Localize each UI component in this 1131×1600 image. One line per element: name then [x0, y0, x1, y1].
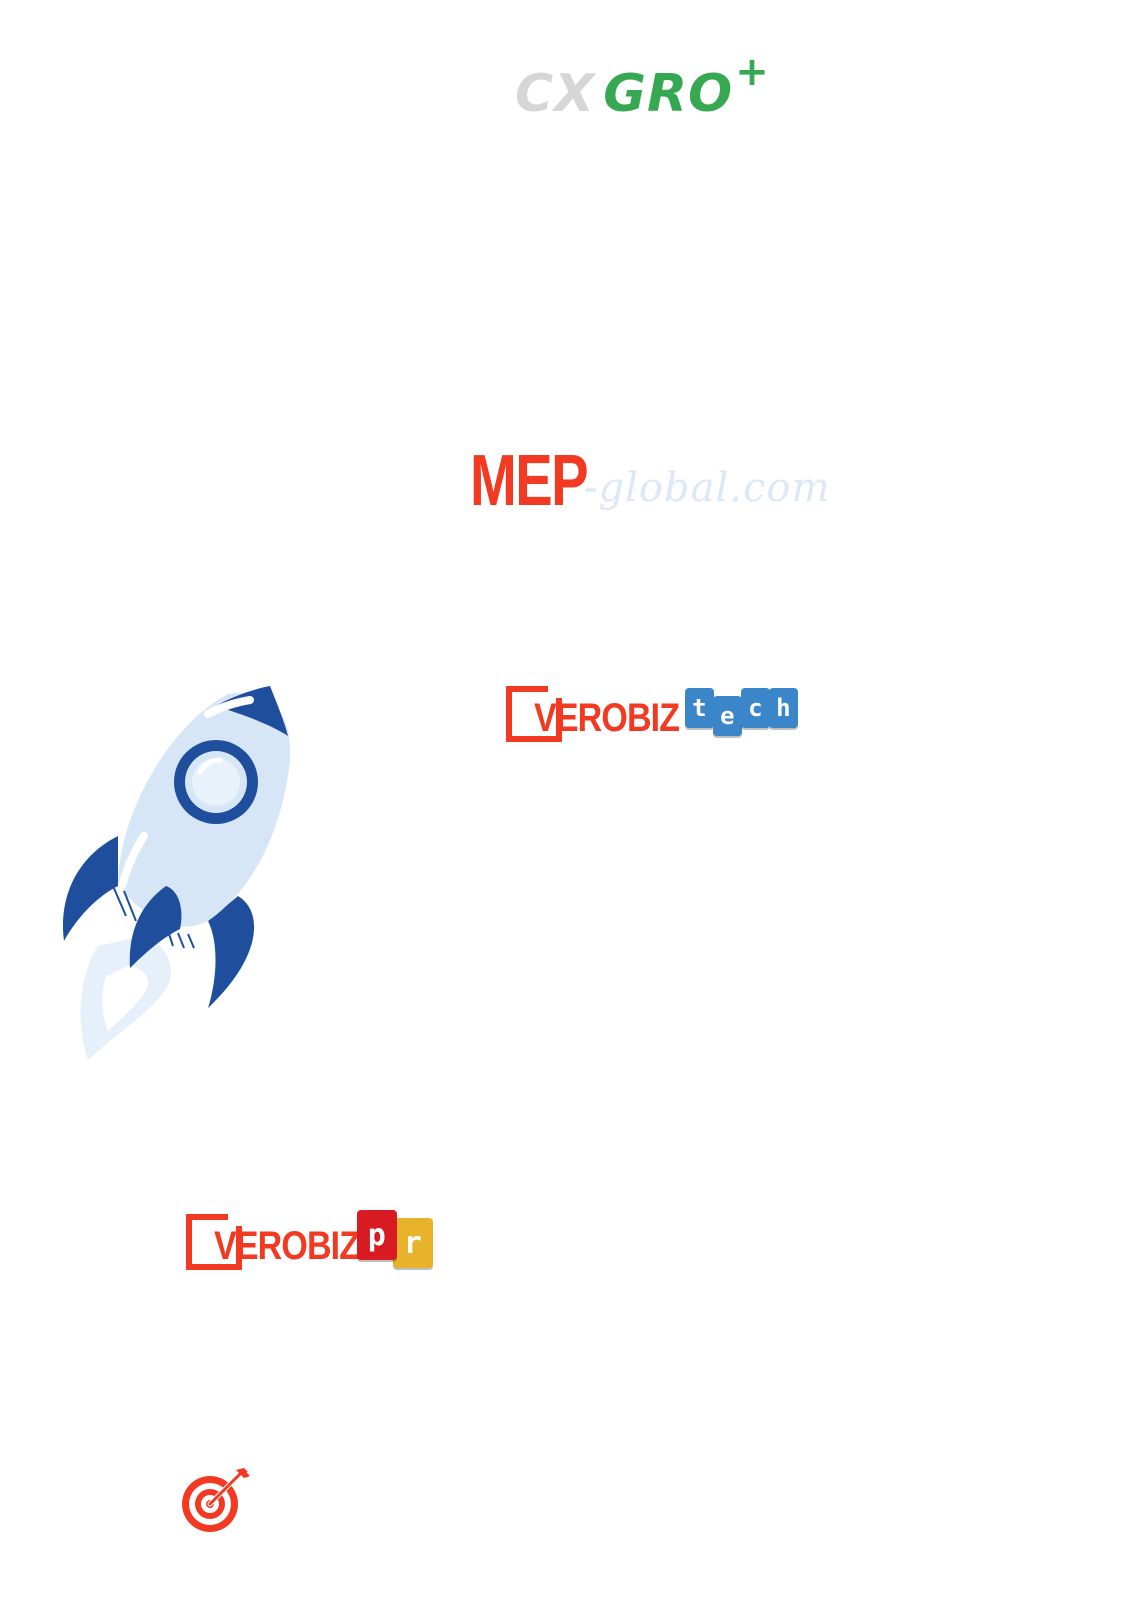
pr-tile: r	[392, 1218, 433, 1268]
cx-gro-logo: CX GRO +	[515, 52, 770, 124]
mep-global-logo: MEP -global.com	[470, 441, 831, 521]
tech-tile: t	[684, 688, 714, 728]
tech-tile: c	[740, 688, 770, 728]
target-icon	[182, 1468, 250, 1532]
tech-tile: h	[768, 688, 798, 728]
cx-gro-logo-gro: GRO	[603, 64, 734, 124]
rocket-icon	[62, 686, 291, 1060]
cx-gro-logo-plus: +	[735, 49, 770, 95]
verobiz-frame-icon	[186, 1212, 244, 1270]
mep-global-logo-mep: MEP	[470, 441, 589, 521]
verobiz-pr-logo: VEROBIZ p r	[186, 1210, 433, 1270]
pr-tile: p	[356, 1210, 397, 1260]
tech-tile: e	[712, 696, 742, 736]
verobiz-tech-logo-word: VEROBIZ	[534, 696, 680, 740]
mep-global-logo-domain: -global.com	[584, 465, 831, 511]
cx-gro-logo-cx: CX	[515, 64, 596, 124]
verobiz-pr-tiles: p r	[356, 1210, 433, 1268]
verobiz-frame-icon	[506, 684, 564, 742]
verobiz-pr-logo-word: VEROBIZ	[214, 1224, 360, 1268]
verobiz-tech-logo: VEROBIZ t e c h	[506, 684, 798, 742]
verobiz-tech-tiles: t e c h	[684, 688, 798, 736]
